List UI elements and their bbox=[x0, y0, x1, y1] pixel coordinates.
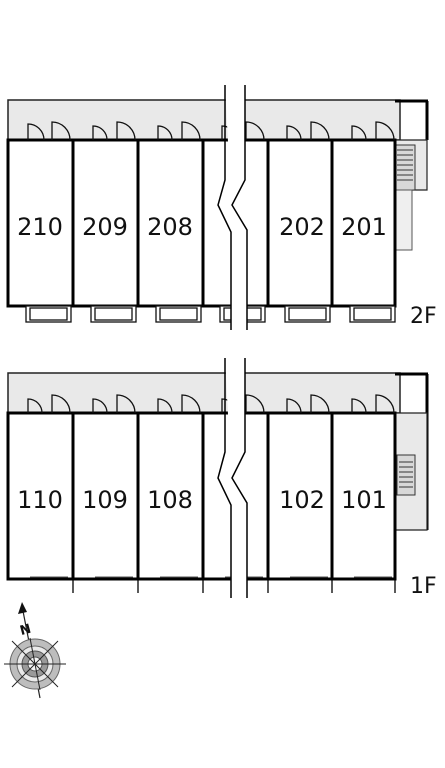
compass-north-label: N bbox=[18, 622, 32, 639]
floor-2f: 210 209 208 202 201 2F bbox=[6, 85, 437, 330]
compass-rose-icon: N bbox=[4, 602, 66, 699]
unit-102: 102 bbox=[279, 486, 325, 514]
unit-209: 209 bbox=[82, 213, 128, 241]
corridor bbox=[7, 372, 401, 414]
unit-101: 101 bbox=[341, 486, 387, 514]
unit-208: 208 bbox=[147, 213, 193, 241]
unit-202: 202 bbox=[279, 213, 325, 241]
floor-label-2f: 2F bbox=[410, 304, 437, 329]
unit-201: 201 bbox=[341, 213, 387, 241]
floor-1f: 110 109 108 102 101 1F bbox=[6, 358, 437, 599]
corridor bbox=[7, 99, 401, 141]
break-line bbox=[218, 85, 247, 330]
unit-110: 110 bbox=[17, 486, 63, 514]
floor-label-1f: 1F bbox=[410, 574, 437, 599]
unit-108: 108 bbox=[147, 486, 193, 514]
unit-109: 109 bbox=[82, 486, 128, 514]
break-line bbox=[218, 358, 247, 598]
unit-210: 210 bbox=[17, 213, 63, 241]
